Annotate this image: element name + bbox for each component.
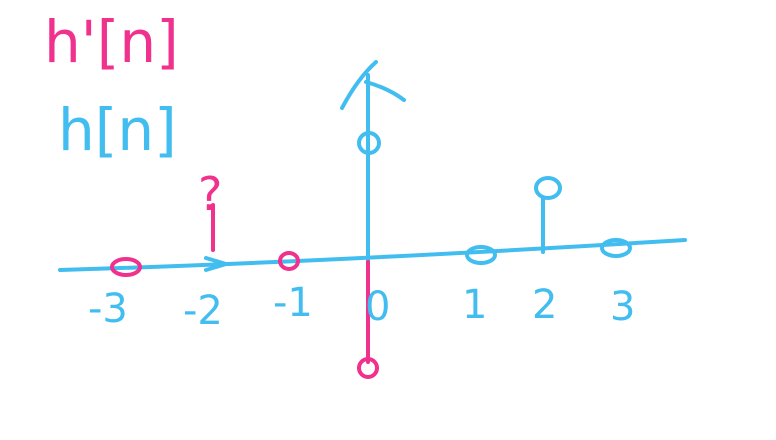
tick-label-n1: 1 xyxy=(462,282,487,328)
hprime-n0-negative-circle xyxy=(357,357,379,379)
tick-label-n-3: -3 xyxy=(88,286,128,332)
legend-label-pink: h'[n] xyxy=(44,8,179,76)
tick-label-n-2: -2 xyxy=(183,288,223,334)
tick-label-n2: 2 xyxy=(532,282,557,328)
h-n1-zero-marker xyxy=(465,245,497,265)
tick-label-n-1: -1 xyxy=(273,280,313,326)
tick-label-n0: 0 xyxy=(365,284,390,330)
h-n3-zero-marker xyxy=(600,238,632,258)
legend-label-blue: h[n] xyxy=(58,96,177,164)
h-n0-circle-marker xyxy=(357,131,381,155)
hprime-n-2-question-mark: ? xyxy=(198,167,222,221)
axis-arrow-mark xyxy=(204,256,228,272)
vertical-axis-arrowhead xyxy=(340,60,406,110)
hprime-n-1-zero-marker xyxy=(278,251,300,271)
tick-labels: -3 -2 -1 0 1 2 3 xyxy=(88,280,635,334)
tick-label-n3: 3 xyxy=(610,284,635,330)
h-n2-stem-circle xyxy=(534,176,562,200)
horizontal-axis xyxy=(58,238,687,272)
hprime-n-3-zero-marker xyxy=(110,257,142,277)
